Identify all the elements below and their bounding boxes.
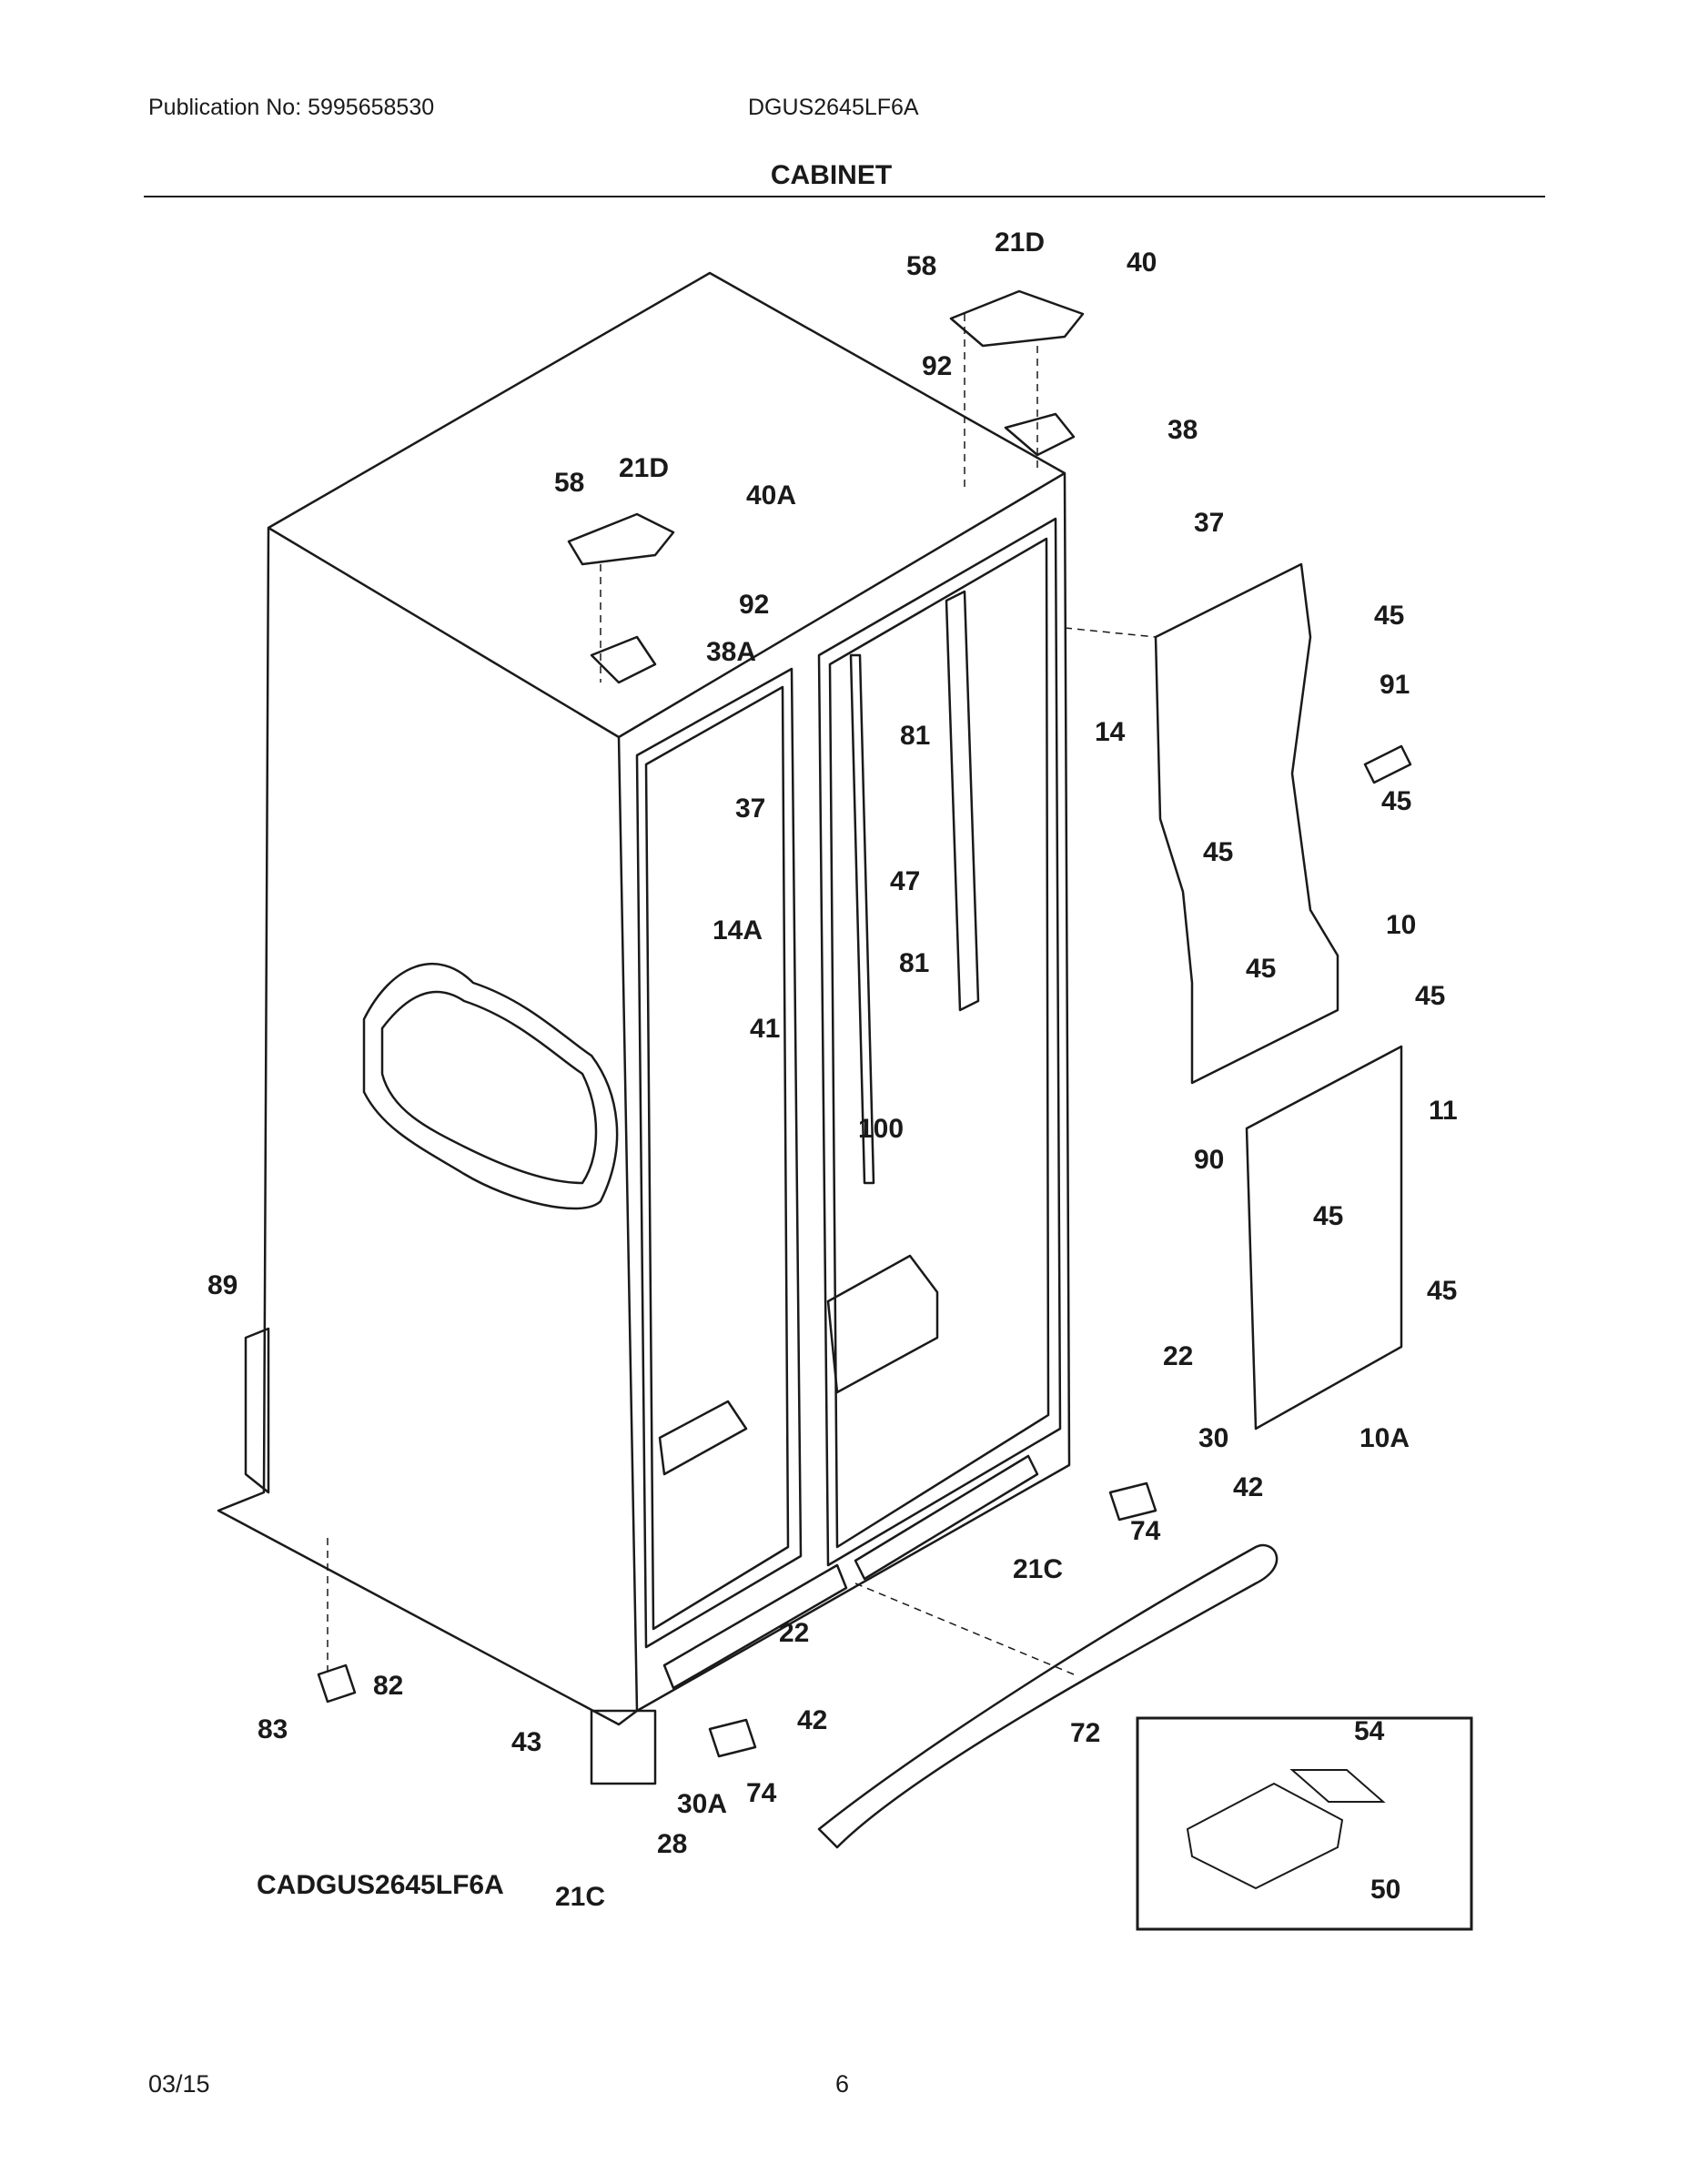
- callout-21d-left: 21D: [619, 453, 669, 483]
- callout-58-left: 58: [554, 468, 584, 498]
- callout-47: 47: [890, 866, 920, 896]
- header-rule: [144, 196, 1545, 197]
- callout-83: 83: [258, 1714, 288, 1744]
- footer-date: 03/15: [148, 2070, 210, 2098]
- callout-82: 82: [373, 1671, 403, 1701]
- callout-11: 11: [1429, 1096, 1458, 1126]
- callout-74-right: 74: [1130, 1516, 1161, 1546]
- cabinet-body: [217, 271, 1412, 1849]
- dashed-guides: [327, 314, 1157, 1675]
- callout-40: 40: [1127, 248, 1157, 278]
- callout-22-right: 22: [1163, 1341, 1193, 1371]
- callout-45-f: 45: [1313, 1201, 1343, 1231]
- callout-10: 10: [1386, 910, 1416, 940]
- callout-21c-bottom: 21C: [555, 1882, 605, 1912]
- callout-30: 30: [1198, 1423, 1228, 1453]
- callout-42-right: 42: [1233, 1472, 1263, 1502]
- callout-30a: 30A: [677, 1789, 727, 1819]
- callout-74-bottom: 74: [746, 1778, 777, 1808]
- callout-40a: 40A: [746, 480, 796, 511]
- callout-81-bottom: 81: [899, 948, 929, 978]
- page-title: CABINET: [770, 160, 893, 190]
- callout-45-e: 45: [1415, 981, 1445, 1011]
- callout-72: 72: [1070, 1718, 1100, 1748]
- callout-90: 90: [1194, 1145, 1224, 1175]
- boxed-inset: [1136, 1716, 1473, 1931]
- model-number: DGUS2645LF6A: [748, 95, 919, 120]
- callout-28: 28: [657, 1829, 687, 1859]
- page-number: 6: [835, 2070, 850, 2098]
- callout-14: 14: [1095, 717, 1126, 747]
- callout-38a: 38A: [706, 637, 756, 667]
- callout-45-g: 45: [1427, 1276, 1457, 1306]
- callout-37-left: 37: [735, 794, 765, 824]
- callout-labels: 58 21D 40 92 38 37 58 21D 40A 92 38A 45 …: [207, 228, 1458, 1912]
- callout-22-bottom: 22: [779, 1618, 809, 1648]
- callout-92-top: 92: [922, 351, 952, 381]
- callout-58-top: 58: [906, 251, 936, 281]
- callout-100: 100: [858, 1114, 904, 1144]
- callout-91: 91: [1380, 670, 1410, 700]
- callout-43: 43: [511, 1727, 541, 1757]
- callout-10a: 10A: [1359, 1423, 1410, 1453]
- callout-42-bottom: 42: [797, 1705, 827, 1735]
- callout-14a: 14A: [713, 915, 763, 945]
- callout-81-top: 81: [900, 721, 930, 751]
- callout-37-right: 37: [1194, 508, 1224, 538]
- callout-54: 54: [1354, 1716, 1385, 1746]
- diagram-code: CADGUS2645LF6A: [257, 1870, 504, 1900]
- callout-45-b: 45: [1381, 786, 1411, 816]
- callout-89: 89: [207, 1270, 238, 1300]
- callout-41: 41: [750, 1014, 780, 1044]
- callout-21d-top: 21D: [995, 228, 1045, 258]
- callout-50: 50: [1370, 1875, 1400, 1905]
- callout-92-left: 92: [739, 590, 769, 620]
- callout-45-c: 45: [1203, 837, 1233, 867]
- callout-38: 38: [1167, 415, 1198, 445]
- callout-21c-right: 21C: [1013, 1554, 1063, 1584]
- publication-number: Publication No: 5995658530: [148, 95, 435, 120]
- callout-45-d: 45: [1246, 954, 1276, 984]
- callout-45-a: 45: [1374, 601, 1404, 631]
